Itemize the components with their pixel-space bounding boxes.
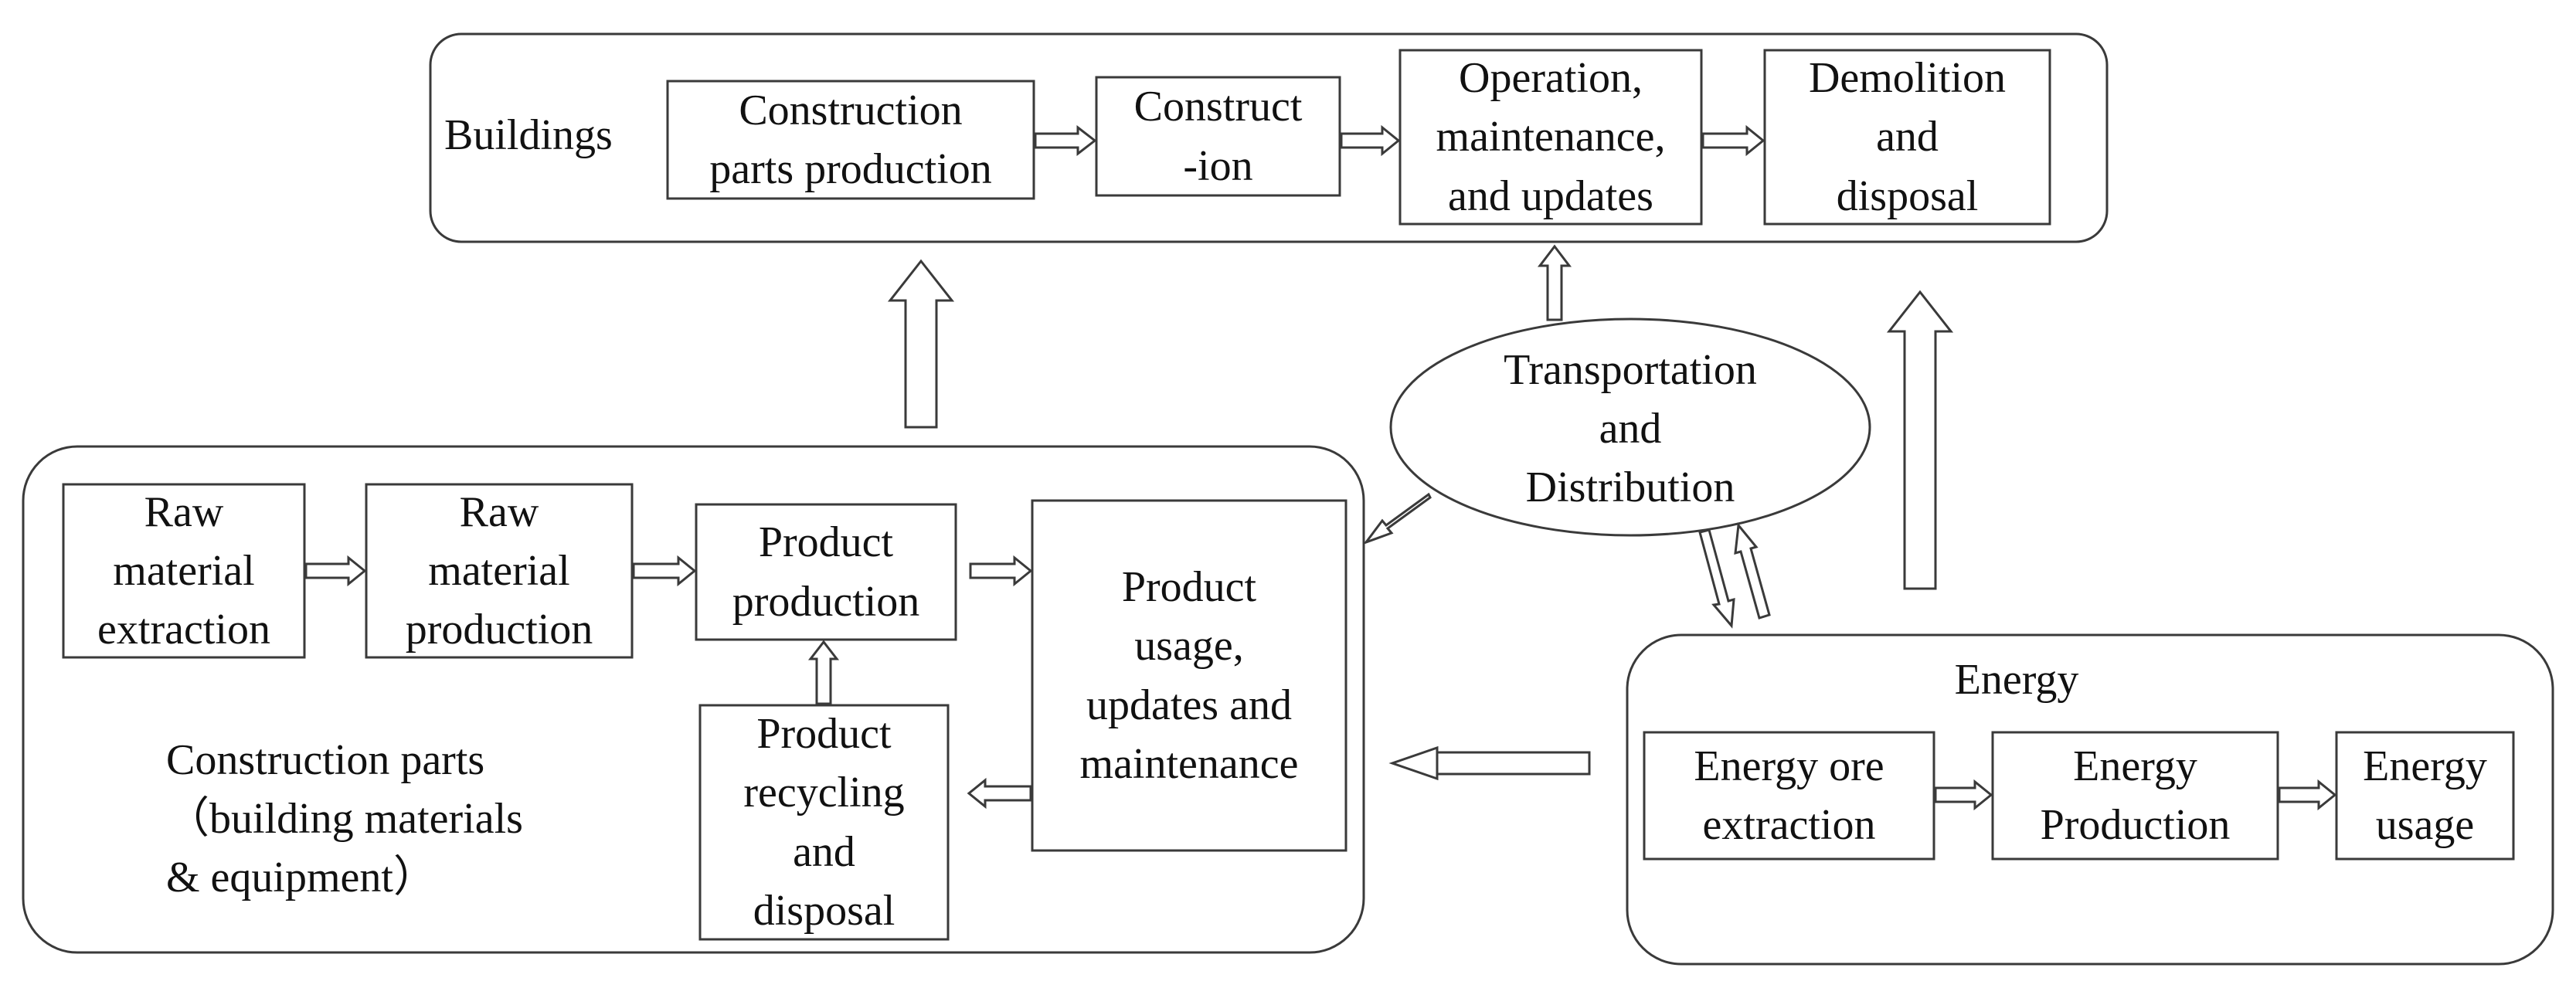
energy-usage-box bbox=[2335, 731, 2515, 861]
transportation-label: Transportation and Distribution bbox=[1504, 345, 1757, 512]
construction-parts-group bbox=[22, 445, 1365, 954]
demolition-label: Demolition and disposal bbox=[1808, 54, 2007, 220]
energy-production-box bbox=[1991, 731, 2279, 861]
product-production-box bbox=[695, 503, 957, 641]
energy-title: Energy bbox=[1954, 655, 2079, 704]
product-usage-box bbox=[1031, 499, 1347, 852]
arrow-operation-to-demolition bbox=[1701, 124, 1765, 157]
arrow-extraction-to-raw-production bbox=[304, 555, 367, 587]
arrow-recycling-to-product bbox=[807, 640, 840, 705]
arrow-parts-to-buildings bbox=[887, 259, 955, 429]
product-production-label: Product production bbox=[732, 518, 920, 626]
raw-material-extraction-label: Raw material extraction bbox=[97, 487, 270, 654]
arrow-ore-to-energy-production bbox=[1934, 779, 1993, 811]
construction-label: Construct -ion bbox=[1133, 83, 1303, 190]
construction-parts-production-box bbox=[666, 80, 1035, 200]
energy-ore-extraction-label: Energy ore extraction bbox=[1694, 742, 1884, 849]
arrow-construction-to-operation bbox=[1340, 124, 1401, 157]
arrow-raw-production-to-product bbox=[632, 555, 697, 587]
arrow-transport-to-buildings bbox=[1537, 244, 1572, 321]
product-recycling-box bbox=[698, 704, 950, 941]
product-usage-label: Product usage, updates and maintenance bbox=[1079, 563, 1299, 788]
demolition-box bbox=[1763, 49, 2051, 226]
raw-material-extraction-box bbox=[62, 483, 306, 659]
arrow-energy-to-buildings bbox=[1886, 290, 1954, 590]
raw-material-production-label: Raw material production bbox=[405, 487, 593, 654]
energy-group bbox=[1626, 633, 2554, 966]
energy-usage-label: Energy usage bbox=[2363, 742, 2487, 849]
operation-label: Operation, maintenance, and updates bbox=[1436, 54, 1666, 220]
arrow-transport-to-energy bbox=[1698, 528, 1735, 629]
arrow-energy-to-transport bbox=[1734, 522, 1771, 620]
arrow-usage-to-recycling bbox=[967, 777, 1032, 810]
arrow-parts-to-construction bbox=[1034, 124, 1097, 157]
energy-ore-extraction-box bbox=[1643, 731, 1935, 861]
arrow-product-to-usage bbox=[969, 555, 1033, 587]
arrow-energy-to-parts bbox=[1388, 745, 1591, 781]
construction-box bbox=[1095, 76, 1341, 197]
transportation-ellipse bbox=[1389, 317, 1871, 537]
arrow-transport-to-parts bbox=[1362, 492, 1432, 545]
construction-parts-production-label: Construction parts production bbox=[709, 86, 992, 193]
operation-box bbox=[1398, 49, 1703, 226]
construction-parts-title: Construction parts （building materials &… bbox=[166, 735, 523, 902]
arrow-energy-production-to-usage bbox=[2278, 779, 2337, 811]
buildings-group bbox=[429, 32, 2109, 243]
product-recycling-label: Product recycling and disposal bbox=[743, 710, 905, 935]
buildings-title: Buildings bbox=[444, 110, 613, 159]
energy-production-label: Energy Production bbox=[2040, 742, 2231, 849]
